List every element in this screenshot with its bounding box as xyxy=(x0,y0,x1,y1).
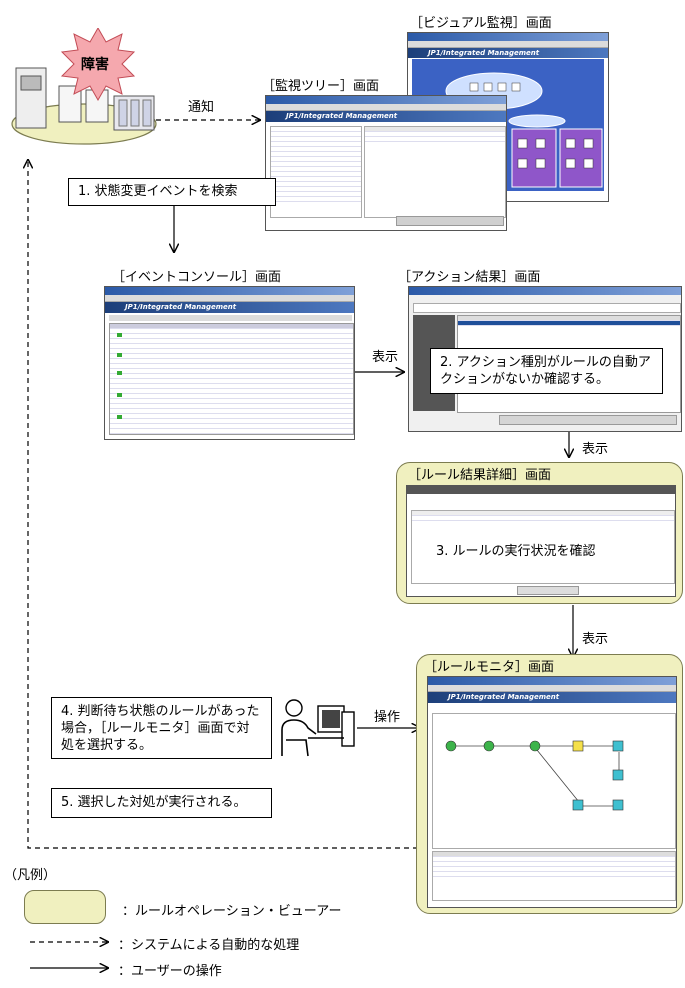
action-screen-title: ［アクション結果］画面 xyxy=(398,270,541,285)
tree-to-event-arrow xyxy=(174,199,262,252)
display-label-1: 表示 xyxy=(372,350,399,365)
legend-auto-text: ：システムによる自動的な処理 xyxy=(118,938,300,953)
server-cluster-icon xyxy=(11,26,157,145)
legend-viewer-swatch xyxy=(24,890,106,924)
event-screen-title: ［イベントコンソール］画面 xyxy=(112,270,282,285)
notify-label: 通知 xyxy=(188,100,215,115)
event-console-window: JP1/Integrated Management xyxy=(104,286,355,440)
event-status-icons xyxy=(117,333,122,419)
display-label-3: 表示 xyxy=(582,632,609,647)
fault-label: 障害 xyxy=(81,57,109,73)
legend-title: （凡例） xyxy=(4,868,57,883)
step-1-box: 1. 状態変更イベントを検索 xyxy=(68,178,276,206)
operation-label: 操作 xyxy=(374,710,401,725)
rule-monitor-window: JP1/Integrated Management xyxy=(427,676,677,908)
tree-screen-title: ［監視ツリー］画面 xyxy=(262,79,380,94)
step-4-box: 4. 判断待ち状態のルールがあった場合，［ルールモニタ］画面で対処を選択する。 xyxy=(51,697,272,759)
legend-user-text: ：ユーザーの操作 xyxy=(118,964,222,979)
visual-screen-title: ［ビジュアル監視］画面 xyxy=(410,16,552,31)
rule-monitor-title: ［ルールモニタ］画面 xyxy=(424,660,555,675)
fault-illustration: 障害 xyxy=(4,26,164,148)
step-2-box: 2. アクション種別がルールの自動アクションがないか確認する。 xyxy=(430,348,663,394)
rule-detail-window xyxy=(406,485,676,597)
fault-burst-icon xyxy=(60,26,136,102)
display-label-2: 表示 xyxy=(582,442,609,457)
monitoring-tree-window: JP1/Integrated Management xyxy=(265,95,507,231)
rule-flow-diagram xyxy=(445,740,624,811)
step-5-box: 5. 選択した対処が実行される。 xyxy=(51,788,272,818)
operator-icon xyxy=(281,699,355,757)
legend-viewer-text: ：ルールオペレーション・ビューアー xyxy=(122,904,342,919)
step-3-text: 3. ルールの実行状況を確認 xyxy=(436,544,596,559)
rule-detail-title: ［ルール結果詳細］画面 xyxy=(408,468,552,483)
auto-feedback-line xyxy=(28,160,418,849)
